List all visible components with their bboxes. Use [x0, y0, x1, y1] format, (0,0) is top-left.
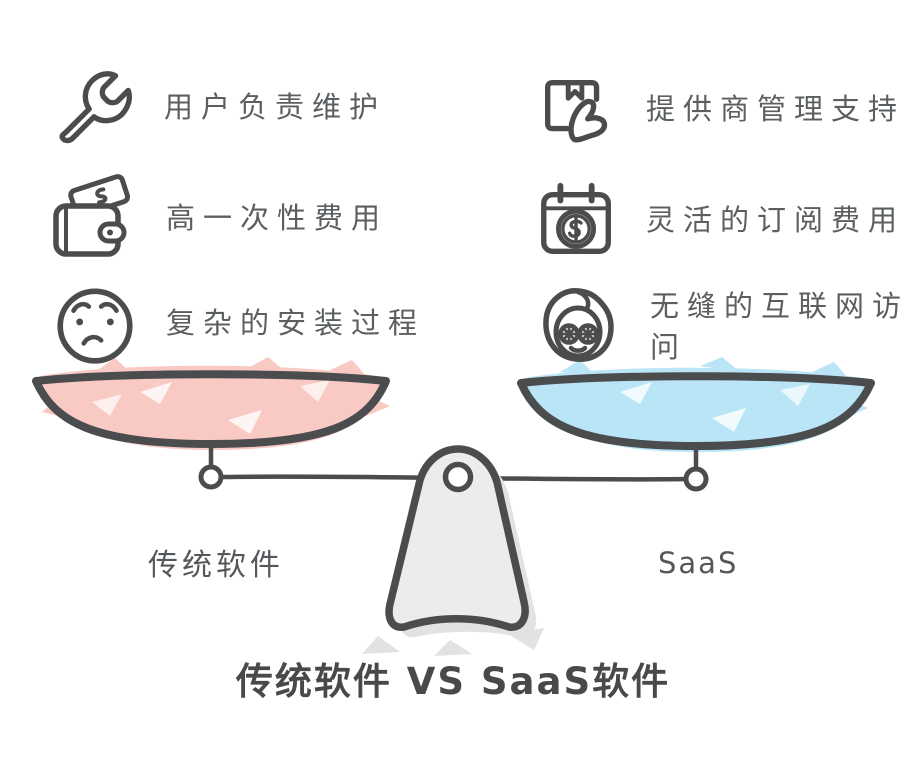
list-item-provider-support: 提供商管理支持	[534, 64, 905, 158]
left-side-label: 传统软件	[148, 549, 284, 582]
feature-label: 灵活的订阅费用	[646, 205, 906, 238]
left-pivot-ring	[198, 464, 224, 490]
list-item-subscription-fee: 灵活的订阅费用	[534, 174, 905, 270]
list-item-user-maintenance: 用户负责维护	[52, 62, 386, 156]
right-pan-sketch	[524, 357, 874, 452]
pedestal-hole	[442, 461, 474, 493]
right-pan	[517, 372, 875, 450]
left-pan	[32, 370, 390, 448]
wrench-icon	[52, 66, 138, 152]
wallet-money-icon	[48, 174, 140, 266]
spa-face-icon	[534, 283, 624, 373]
list-item-internet-access: 无缝的互联网访问	[534, 278, 906, 378]
feature-label: 复杂的安装过程	[166, 308, 426, 341]
feature-label: 无缝的互联网访问	[650, 290, 906, 364]
feature-label: 用户负责维护	[164, 92, 387, 125]
feature-label: 提供商管理支持	[646, 94, 906, 127]
package-support-icon	[534, 68, 620, 154]
right-pivot-ring	[683, 466, 709, 492]
confused-face-icon	[50, 280, 140, 370]
feature-label: 高一次性费用	[166, 203, 389, 236]
list-item-one-time-cost: 高一次性费用	[48, 172, 388, 268]
calendar-dollar-icon	[534, 179, 620, 265]
right-side-label: SaaS	[658, 546, 739, 580]
scale-pedestal	[385, 445, 529, 631]
list-item-complex-install: 复杂的安装过程	[50, 276, 425, 374]
page-title: 传统软件 VS SaaS软件	[235, 660, 671, 703]
